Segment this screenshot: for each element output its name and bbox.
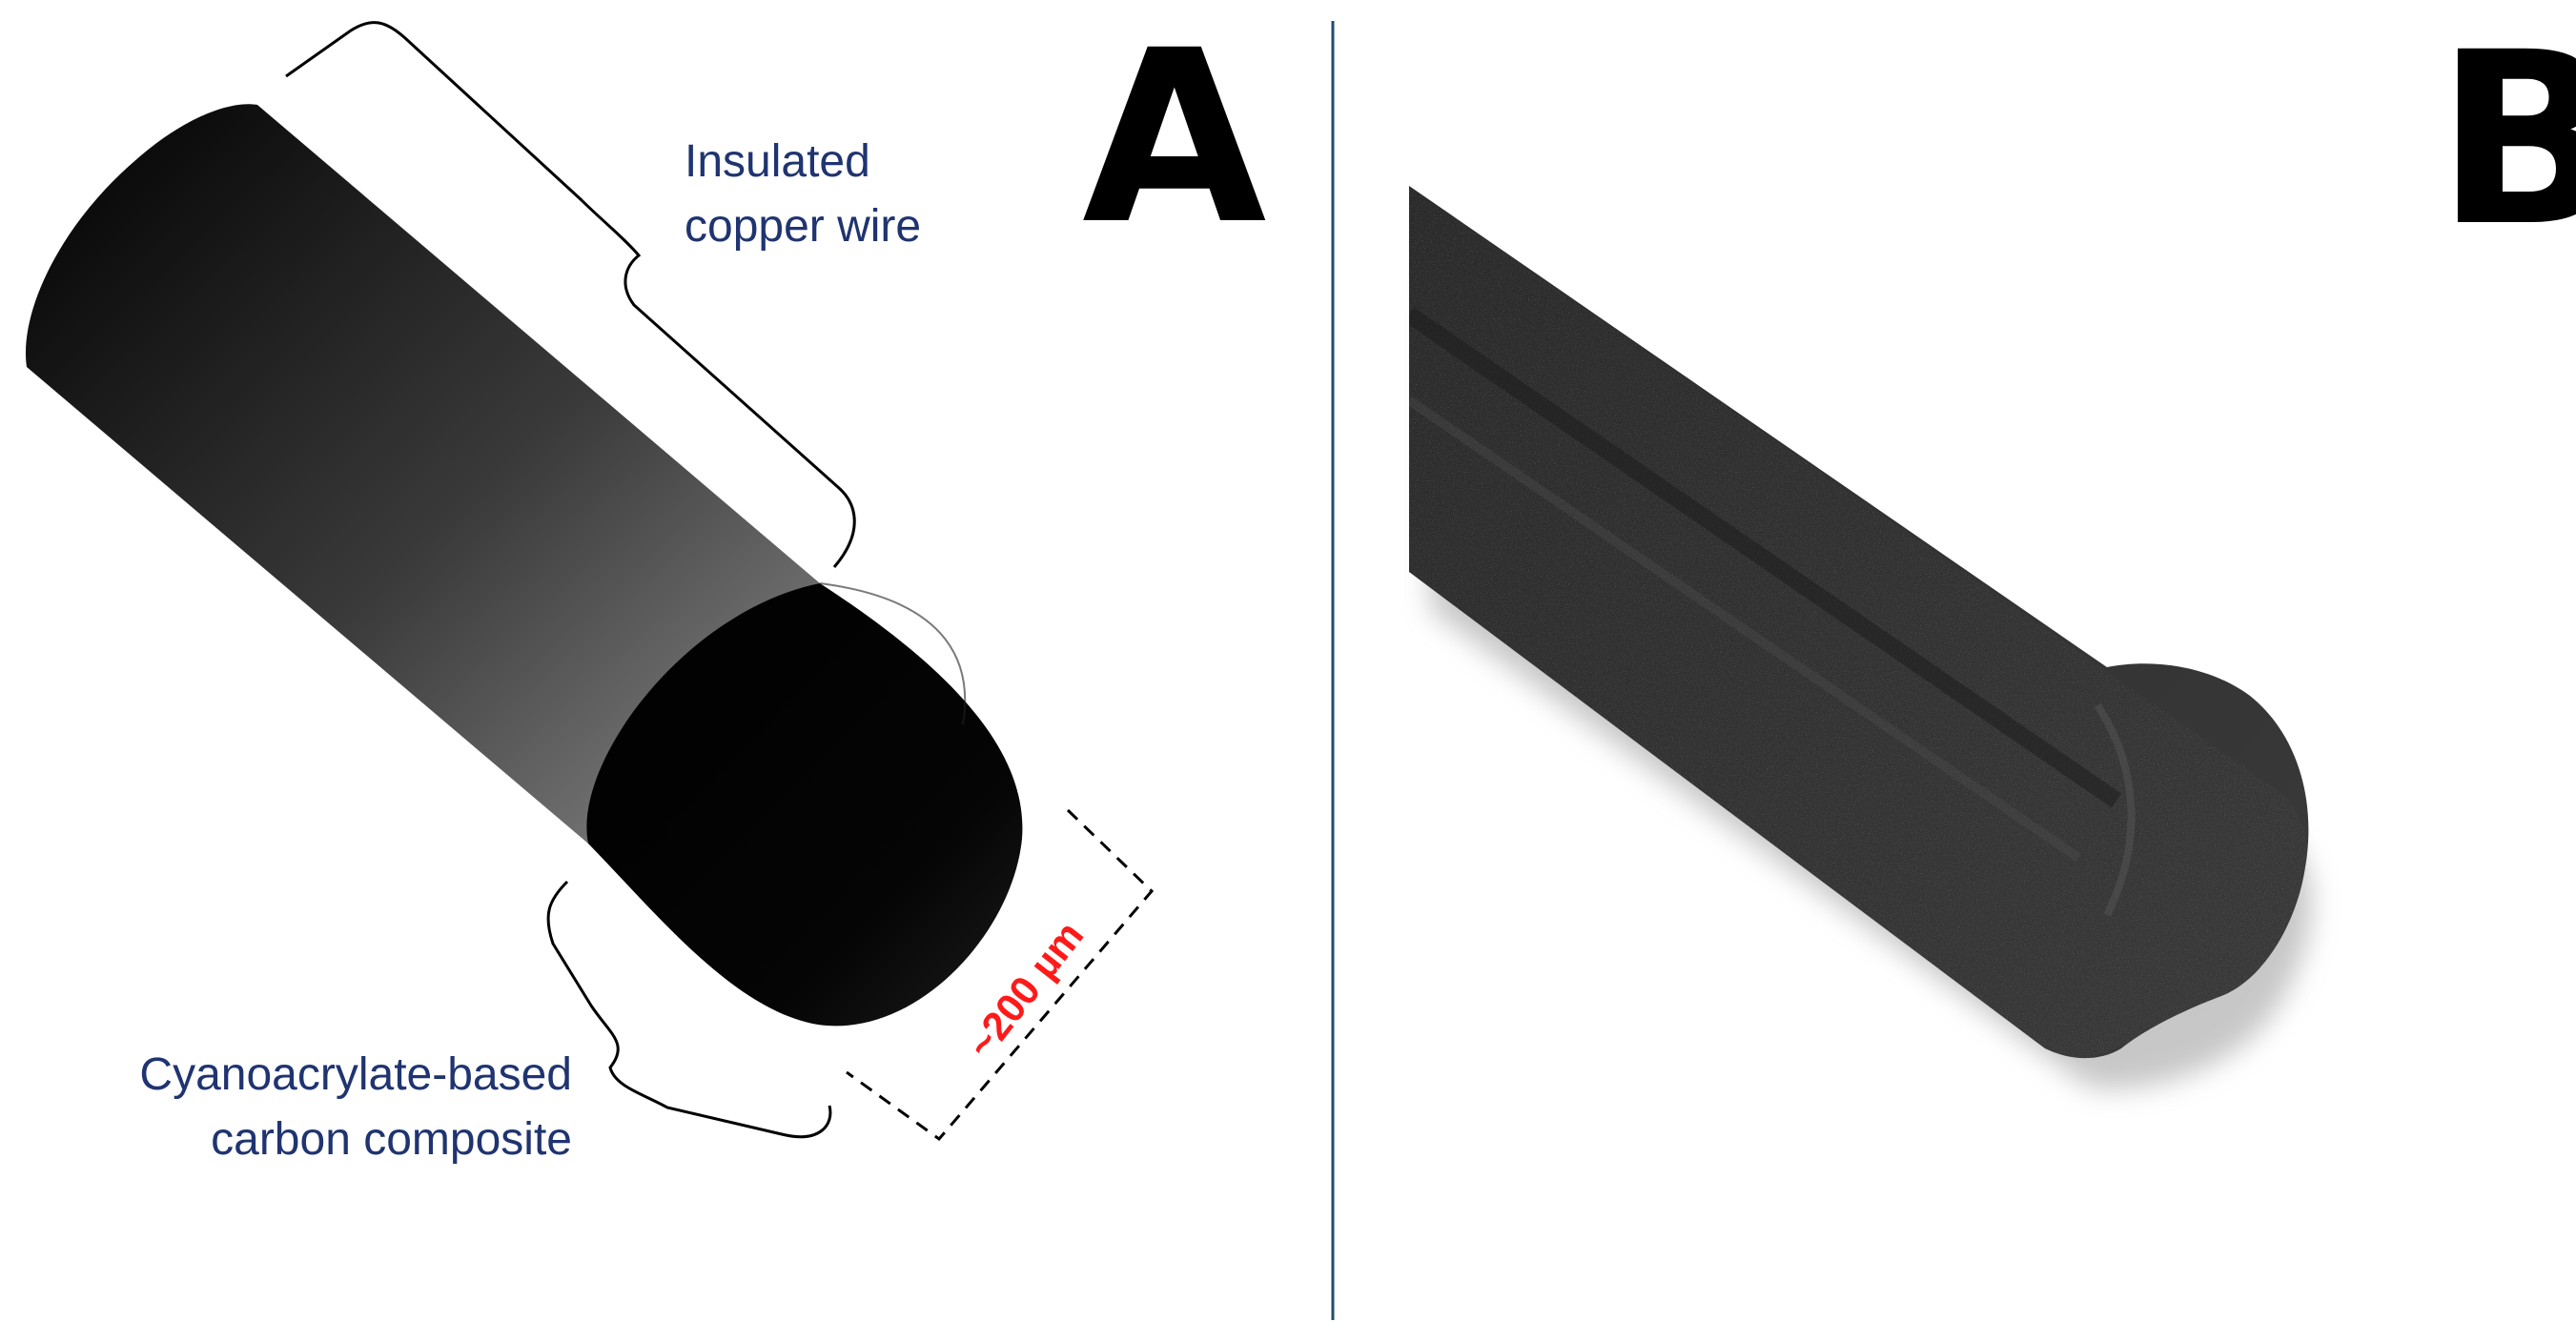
carbon-composite-tip [586,583,1023,1027]
composite-brace [546,880,832,1139]
tip-edge [819,582,967,725]
scale-dimension-line [846,808,1155,1142]
panel-label-b: B [2436,1,2576,278]
panel-label-a: A [1082,0,1267,276]
composite-label-line2: carbon composite [211,1114,572,1165]
composite-label-line1: Cyanoacrylate-based [139,1049,572,1100]
insulated-wire-label-line2: copper wire [685,201,922,252]
wire-brace [285,21,856,568]
insulated-wire-label: Insulated copper wire [685,130,921,259]
electrode-photo [1409,186,2312,1089]
wire-illustration [25,104,1023,1027]
insulated-wire-body [25,104,821,844]
insulated-wire-label-line1: Insulated [685,136,870,187]
composite-label: Cyanoacrylate-based carbon composite [139,1043,572,1172]
